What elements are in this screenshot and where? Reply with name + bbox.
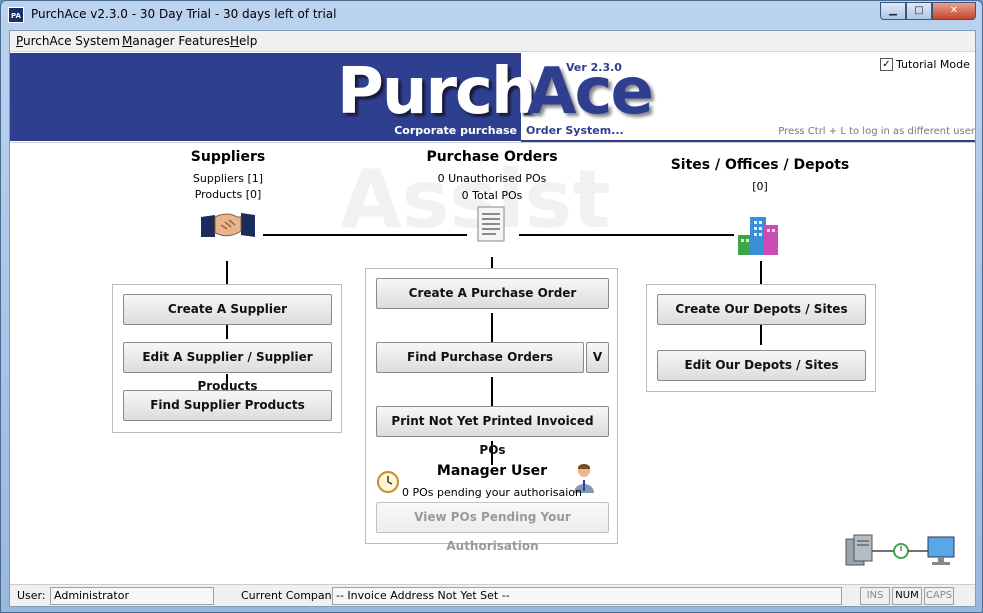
total-pos-count: 0 Total POs [461, 189, 523, 202]
connector-po-sites [519, 234, 734, 236]
products-count: Products [0] [194, 188, 262, 201]
connector-suppliers-po [263, 234, 467, 236]
unauthorised-pos-count: 0 Unauthorised POs [437, 172, 547, 185]
edit-depots-button[interactable]: Edit Our Depots / Sites [657, 350, 866, 381]
tagline-right: Order System... [526, 124, 624, 137]
app-icon: PA [8, 7, 24, 23]
connector-po-panel [491, 257, 493, 277]
connector-po-manager [491, 441, 493, 465]
connector-sites-panel [760, 261, 762, 291]
clock-icon [376, 469, 400, 498]
user-icon [572, 463, 596, 496]
pending-authorisation-count: 0 POs pending your authorisaion [402, 486, 582, 499]
sites-count: [0] [752, 180, 768, 193]
menu-manager-features[interactable]: Manager Features [122, 34, 231, 48]
maximize-button[interactable]: □ [906, 2, 932, 20]
sites-title: Sites / Offices / Depots [670, 157, 850, 173]
menu-bar: PurchAce System Manager Features Help [10, 31, 975, 52]
connector-supplier-btn-1 [226, 325, 228, 339]
ins-indicator: INS [860, 587, 890, 605]
close-button[interactable]: ✕ [932, 2, 976, 20]
login-hint: Press Ctrl + L to log in as different us… [778, 126, 975, 137]
banner-white-panel [521, 53, 975, 141]
company-label: Current Company [241, 589, 339, 602]
create-supplier-button[interactable]: Create A Supplier [123, 294, 332, 325]
tutorial-label: Tutorial Mode [896, 58, 970, 71]
banner-rule [521, 140, 975, 142]
main-dashboard: Assist Suppliers Suppliers [1] Products … [10, 142, 975, 584]
menu-purchace-system[interactable]: PurchAce System [16, 34, 121, 48]
handshake-icon [201, 207, 255, 246]
version-label: Ver 2.3.0 [566, 61, 622, 74]
watermark: Assist [340, 153, 611, 246]
tagline-left: Corporate purchase [394, 124, 517, 137]
connector-po-btn-1 [491, 313, 493, 343]
company-field: -- Invoice Address Not Yet Set -- [332, 587, 842, 605]
logo-ace: Ace [527, 55, 654, 129]
find-supplier-products-button[interactable]: Find Supplier Products [123, 390, 332, 421]
user-label: User: [17, 589, 46, 602]
status-bar: User: Administrator Current Company -- I… [10, 584, 975, 606]
window-controls: ▁ □ ✕ [880, 2, 976, 20]
title-bar[interactable]: PA PurchAce v2.3.0 - 30 Day Trial - 30 d… [1, 1, 982, 30]
client-area: PurchAce System Manager Features Help Pu… [9, 30, 976, 607]
purchase-orders-title: Purchase Orders [426, 149, 558, 165]
window-title: PurchAce v2.3.0 - 30 Day Trial - 30 days… [31, 7, 337, 21]
suppliers-title: Suppliers [190, 149, 266, 165]
manager-user-title: Manager User [436, 463, 548, 479]
edit-supplier-button[interactable]: Edit A Supplier / Supplier Products [123, 342, 332, 393]
create-purchase-order-button[interactable]: Create A Purchase Order [376, 278, 609, 309]
find-po-dropdown-button[interactable]: V [586, 342, 609, 373]
menu-help[interactable]: Help [230, 34, 258, 48]
create-depots-button[interactable]: Create Our Depots / Sites [657, 294, 866, 325]
connection-status-icon[interactable] [844, 533, 960, 570]
print-invoiced-pos-button[interactable]: Print Not Yet Printed Invoiced POs [376, 406, 609, 457]
tutorial-mode-toggle[interactable]: ✓ Tutorial Mode [880, 58, 970, 71]
minimize-button[interactable]: ▁ [880, 2, 906, 20]
banner: Purch Ace Ver 2.3.0 Corporate purchase O… [10, 53, 975, 142]
connector-suppliers-panel [226, 261, 228, 291]
find-purchase-orders-button[interactable]: Find Purchase Orders [376, 342, 584, 373]
num-indicator: NUM [892, 587, 922, 605]
buildings-icon [736, 211, 786, 260]
view-pending-pos-button[interactable]: View POs Pending Your Authorisation [376, 502, 609, 553]
tutorial-checkbox[interactable]: ✓ [880, 58, 893, 71]
document-icon [474, 205, 510, 248]
logo-purch: Purch [337, 55, 537, 129]
banner-blue-panel [10, 53, 521, 141]
caps-indicator: CAPS [924, 587, 954, 605]
user-field: Administrator [50, 587, 214, 605]
suppliers-count: Suppliers [1] [192, 172, 264, 185]
connector-sites-btn-1 [760, 325, 762, 345]
connector-supplier-btn-2 [226, 374, 228, 388]
connector-po-btn-2 [491, 377, 493, 407]
